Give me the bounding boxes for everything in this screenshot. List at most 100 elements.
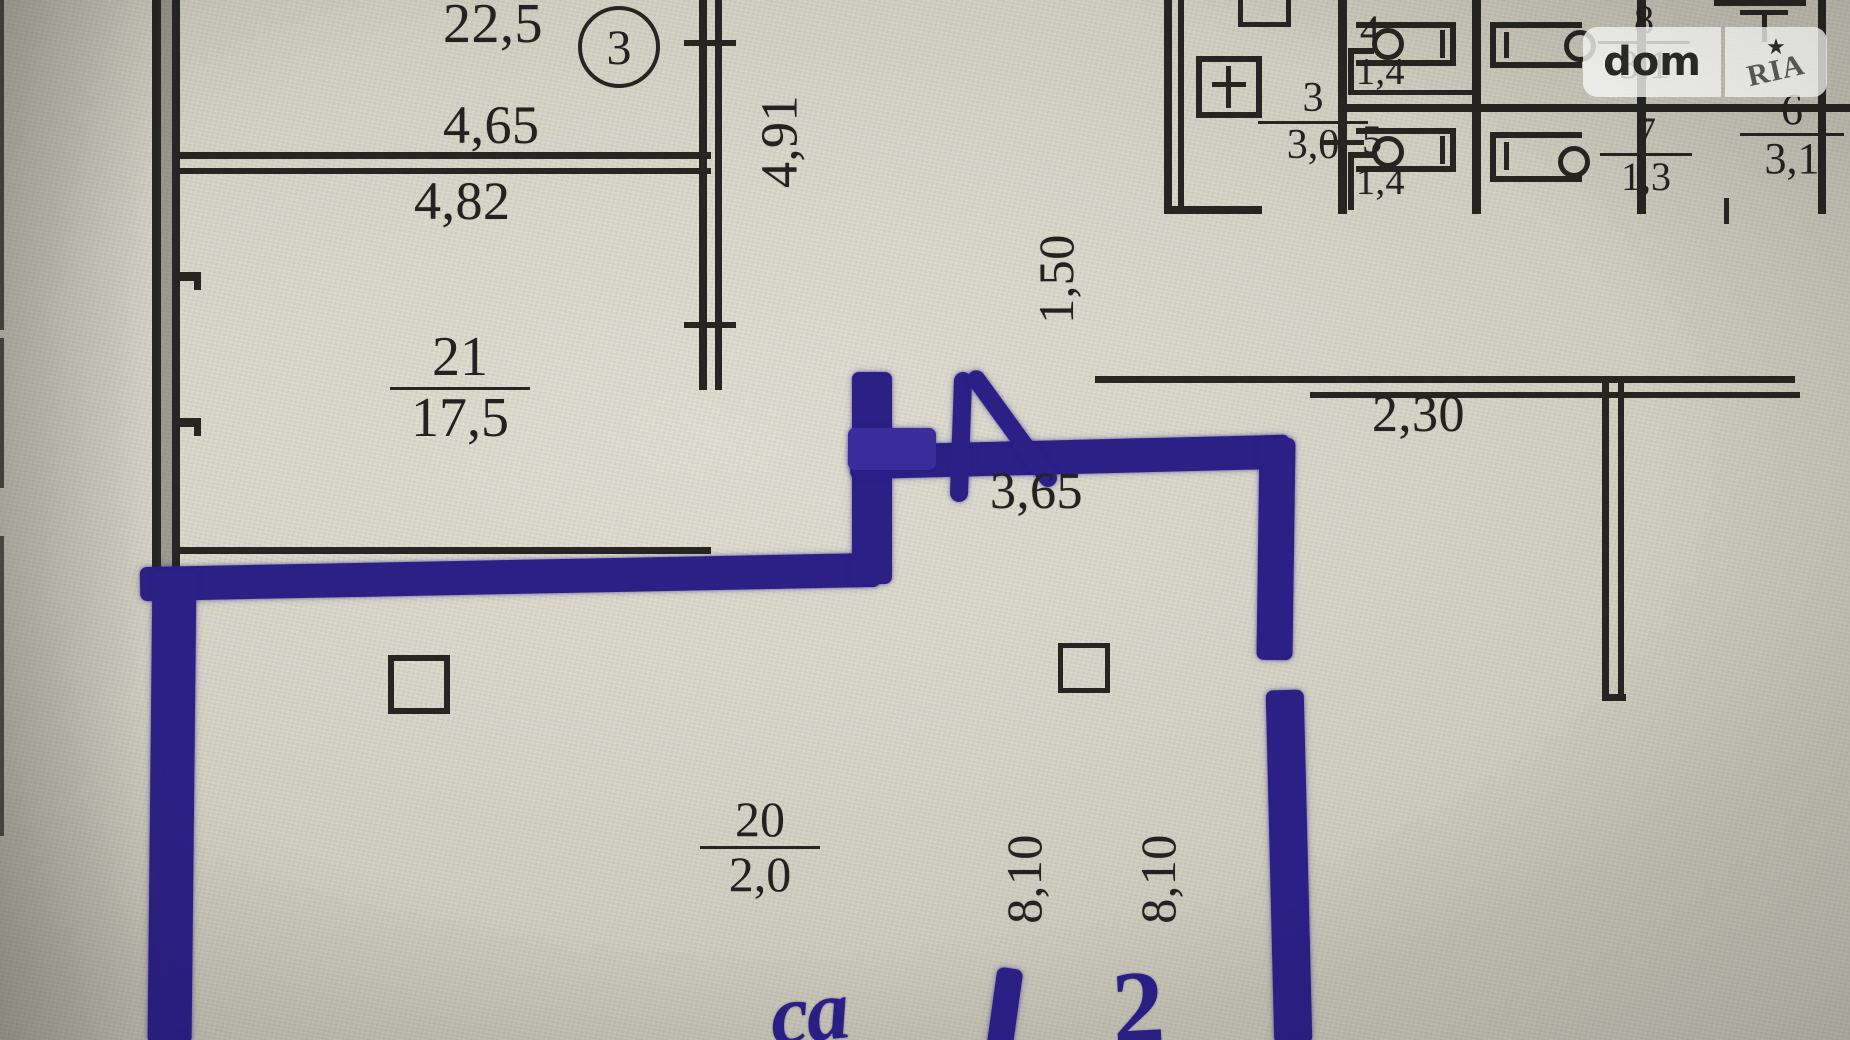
inset-r4-wall-l [1348, 48, 1354, 94]
opening-box-right-r [1105, 643, 1110, 693]
wall-room21-bottom [176, 547, 711, 554]
inset-r7-box-inner [1504, 142, 1509, 170]
wall-vertical-center-upper-2 [715, 0, 722, 390]
inset-stub-top-r [1286, 0, 1291, 26]
column-square-top [388, 655, 450, 661]
pen-stroke-vertical-right-upper [1256, 437, 1296, 661]
inset-r7-box-top [1490, 132, 1582, 138]
inset-room-3-area: 3,0 [1286, 122, 1340, 169]
inset-r8-box-bot [1490, 62, 1582, 68]
dim-4-91-label: 4,91 [751, 95, 809, 188]
watermark-ria-box: ★ RIA [1725, 27, 1827, 97]
inset-r6-bottom-tick [1724, 198, 1729, 224]
inset-room-3-bar [1258, 121, 1368, 125]
inset-room-5-area: 1,4 [1356, 161, 1405, 203]
room-21-label: 21 17,5 [390, 326, 530, 449]
inset-r4-bath-inner [1440, 30, 1445, 58]
room-20-number: 20 [735, 791, 785, 847]
wall-nib-upper-cap [194, 272, 201, 290]
inset-r5-wall-l [1348, 152, 1354, 210]
dim-2-30-label: 2,30 [1372, 386, 1465, 443]
inset-room-5-number: 5 [1362, 117, 1383, 162]
room-21-area: 17,5 [411, 386, 509, 449]
inset-stub-top-b [1238, 22, 1291, 27]
inset-r4-sink-icon [1372, 28, 1404, 60]
watermark-ria-text: RIA [1743, 47, 1808, 94]
wall-nib-lower-cap [194, 418, 201, 436]
column-square-right [444, 655, 450, 714]
inset-r7-box-bot [1490, 176, 1582, 182]
inset-room-3-label: 3 3,0 [1258, 75, 1368, 169]
dim-line-8-10-b [0, 536, 4, 836]
inset-r4-bath-r [1450, 22, 1456, 66]
dim-8-10-b-label: 8,10 [1130, 834, 1186, 924]
inset-divider-v2 [1637, 0, 1646, 214]
room-21-bar [390, 386, 530, 390]
dim-line-1-50 [0, 338, 4, 488]
pen-scribble-right: 2 [1109, 948, 1167, 1040]
inset-room-3-number: 3 [1302, 75, 1324, 121]
inset-box3-bot [1196, 112, 1262, 118]
dim-4-65-label: 4,65 [443, 95, 540, 155]
wall-nib-upper [176, 272, 198, 281]
wall-exterior-left-outer [152, 0, 161, 572]
wall-jamb-right-bottom [1602, 694, 1626, 701]
wall-exterior-left-inner [172, 0, 180, 572]
wall-vertical-center-upper [699, 0, 707, 390]
room-marker-circle-3-text: 3 [606, 19, 632, 75]
dim-4-82-label: 4,82 [414, 171, 511, 231]
dim-1-50-label: 1,50 [1028, 234, 1084, 324]
pen-dim-3-65-label: 3,65 [990, 463, 1083, 520]
room-20-bar [700, 846, 820, 849]
room-21-number: 21 [432, 326, 488, 388]
watermark-dom-box: dom [1583, 27, 1721, 97]
inset-room-7-area: 1,3 [1621, 154, 1671, 200]
inset-wall-far-right [1818, 0, 1826, 214]
inset-divider-v1 [1472, 0, 1481, 214]
inset-r5-bath-inner [1440, 136, 1445, 164]
inset-r7-fixture [1558, 146, 1590, 178]
inset-r4-wall-b [1348, 90, 1472, 95]
inset-box3-right [1256, 56, 1262, 118]
inset-r6-tick-v [1762, 10, 1767, 42]
inset-room-7-number: 7 [1636, 109, 1656, 154]
dim-22-5-label: 22,5 [443, 0, 543, 55]
opening-box-right-b [1058, 688, 1110, 693]
inset-room-6-label: 6 3,1 [1740, 85, 1844, 184]
inset-box3-left [1196, 56, 1202, 118]
wall-cap-top [684, 40, 736, 46]
pen-stroke-vertical-left [147, 571, 197, 1040]
wall-right-vertical-inner [1618, 380, 1624, 700]
inset-r4-bath-top [1356, 22, 1456, 28]
inset-wall-left-inner [1178, 0, 1184, 214]
inset-r5-sink-icon [1372, 136, 1404, 168]
wall-partition-top [176, 152, 711, 159]
inset-r8-box-top [1490, 22, 1582, 28]
inset-r4-bath-bot [1356, 60, 1456, 66]
inset-box3-top [1196, 56, 1262, 62]
wall-right-horizontal [1095, 376, 1795, 383]
inset-r5-stub [1348, 152, 1374, 158]
room-marker-circle-3: 3 [578, 6, 660, 88]
room-20-label: 20 2,0 [700, 791, 820, 902]
inset-r8-box-inner [1504, 32, 1509, 58]
pen-scribble-left: са [765, 960, 854, 1040]
inset-room-7-label: 7 1,3 [1600, 109, 1692, 200]
column-square-left [388, 655, 394, 714]
inset-room-7-bar [1600, 153, 1692, 157]
room-20-area: 2,0 [728, 846, 792, 902]
inset-divider-horizontal [1338, 104, 1850, 112]
opening-box-right [1058, 643, 1110, 648]
inset-room-6-number: 6 [1781, 85, 1803, 134]
inset-r5-bath-top [1356, 128, 1456, 134]
wall-cap-mid [684, 322, 736, 328]
wall-right-horizontal-2 [1310, 392, 1800, 398]
inset-room-4-number: 4 [1360, 7, 1381, 52]
wall-exterior-left-fill [158, 0, 176, 572]
inset-room-6-area: 3,1 [1764, 134, 1820, 184]
inset-spine-tick [1322, 140, 1364, 145]
inset-wall-bottom [1164, 206, 1262, 214]
star-icon: ★ [1766, 34, 1786, 59]
inset-r5-bath-r [1450, 128, 1456, 172]
dim-8-10-a-label: 8,10 [996, 834, 1052, 924]
